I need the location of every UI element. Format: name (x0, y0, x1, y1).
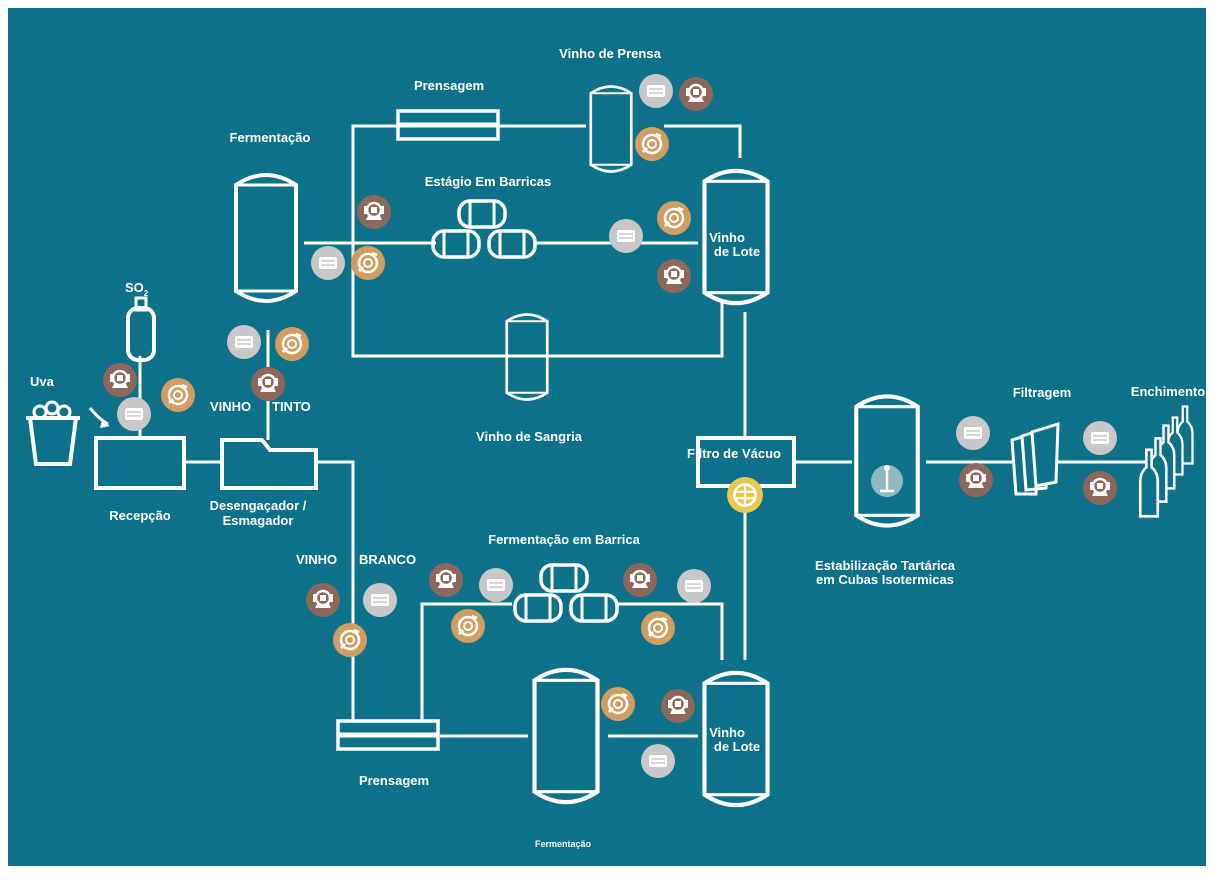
label-desengacador-1: Desengaçador / (210, 498, 307, 513)
label-fermentacao-bottom: Fermentação (535, 839, 592, 849)
labels: Uva SO2 Recepção Desengaçador / Esmagado… (30, 46, 1205, 849)
hose-reel-icon (634, 126, 670, 162)
label-filtro-de-vacuo: Filtro de Vácuo (687, 446, 781, 461)
arrow-head-icon (100, 420, 110, 428)
cooling-unit-icon (955, 415, 991, 451)
cooling-unit-icon (310, 245, 346, 281)
destemmer-machine (220, 438, 318, 490)
cooling-unit-icon (116, 396, 152, 432)
filtration-plates-icon (1010, 421, 1060, 496)
pump-icon (1082, 470, 1118, 506)
label-vinho-branco-b: BRANCO (359, 552, 416, 567)
hose-reel-icon (640, 610, 676, 646)
grape-bucket-icon (26, 400, 80, 466)
cooling-unit-icon (362, 582, 398, 618)
diagram-background (8, 8, 1206, 866)
label-enchimento: Enchimento (1131, 384, 1205, 399)
label-vinho-de-prensa: Vinho de Prensa (559, 46, 661, 61)
label-fermentacao-top: Fermentação (230, 130, 311, 145)
label-prensagem-bottom: Prensagem (359, 773, 429, 788)
label-vinho-de-sangria: Vinho de Sangria (476, 429, 583, 444)
hose-reel-icon (160, 377, 196, 413)
label-vinho-tinto-a: VINHO (210, 399, 251, 414)
label-vinho-lote-top-2: de Lote (714, 244, 760, 259)
pump-icon (428, 562, 464, 598)
arrow-icon (88, 407, 109, 426)
label-vinho-tinto-b: TINTO (272, 399, 311, 414)
label-prensagem-top: Prensagem (414, 78, 484, 93)
label-fermentacao-em-barrica: Fermentação em Barrica (488, 532, 641, 547)
label-recepcao: Recepção (109, 508, 170, 523)
pump-icon (622, 562, 658, 598)
hose-reel-icon (332, 622, 368, 658)
pump-icon (356, 194, 392, 230)
pump-icon (678, 76, 714, 112)
cooling-unit-icon (638, 73, 674, 109)
pump-icon (102, 362, 138, 398)
label-uva: Uva (30, 374, 55, 389)
cooling-unit-icon (676, 568, 712, 604)
label-so2: SO2 (125, 280, 149, 298)
cooling-unit-icon (608, 218, 644, 254)
label-estagio-em-barricas: Estágio Em Barricas (425, 174, 551, 189)
hose-reel-icon (656, 200, 692, 236)
label-vinho-branco-a: VINHO (296, 552, 337, 567)
label-estabilizacao-2: em Cubas Isotermicas (816, 572, 954, 587)
cooling-unit-icon (226, 324, 262, 360)
cooling-unit-icon (640, 743, 676, 779)
pipes (138, 124, 1150, 738)
so2-cylinder-icon (126, 296, 156, 362)
hose-reel-icon (274, 326, 310, 362)
thermometer-icon (871, 465, 903, 497)
hose-reel-icon (350, 245, 386, 281)
hose-reel-icon (600, 686, 636, 722)
pump-icon (660, 688, 696, 724)
pump-icon (656, 258, 692, 294)
hose-reel-icon (450, 608, 486, 644)
cooling-unit-icon (478, 567, 514, 603)
pump-icon (305, 582, 341, 618)
reception-box (94, 436, 186, 490)
label-vinho-lote-bottom-2: de Lote (714, 739, 760, 754)
label-estabilizacao-1: Estabilização Tartárica (815, 558, 956, 573)
label-vinho-lote-bottom-1: Vinho (709, 725, 745, 740)
pump-icon (250, 366, 286, 402)
cooling-unit-icon (1082, 420, 1118, 456)
label-desengacador-2: Esmagador (223, 513, 294, 528)
label-filtragem: Filtragem (1013, 385, 1072, 400)
filter-disc-icon (726, 476, 764, 514)
pump-icon (958, 462, 994, 498)
label-vinho-lote-top-1: Vinho (709, 230, 745, 245)
